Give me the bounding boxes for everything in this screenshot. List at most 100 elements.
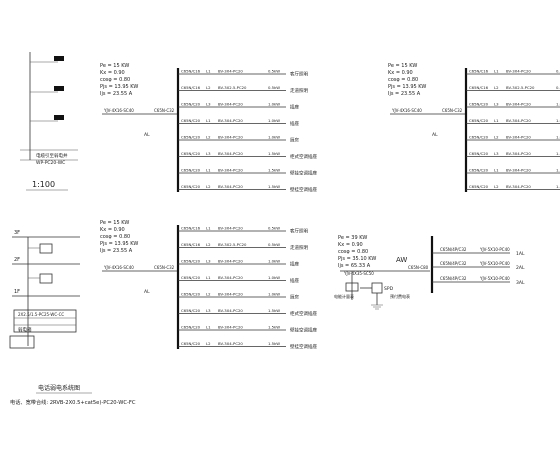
- panel-main-breaker: C65N-C32: [154, 265, 175, 270]
- branch-name: 插座: [290, 261, 299, 268]
- riser-trunk-label: 电缆引至弱电井: [36, 152, 68, 159]
- branch-phase: L1: [494, 118, 499, 123]
- spd-label: SPD: [384, 286, 394, 292]
- branch-cable: BV-3X4-PC20: [218, 308, 243, 313]
- branch-cable: BV-3X4-PC20: [506, 69, 531, 74]
- riser-box-icon: [54, 115, 64, 120]
- branch-cable: BV-3X4-PC20: [218, 135, 243, 140]
- panel-param: Ijs = 23.55 A: [100, 248, 133, 254]
- branch-phase: L2: [206, 184, 211, 189]
- branch-cable: BV-3X4-PC20: [506, 135, 531, 140]
- scale-label: 1:100: [32, 180, 55, 189]
- weak-current-riser: 3F 2F 1F 2X2.5/1.5-PC25-WC-CC 弱电箱 电话弱电系统…: [9, 230, 136, 406]
- branch-breaker: C65N/C20: [181, 292, 201, 297]
- branch-name: 走道照明: [290, 87, 308, 94]
- branch-cable: BV-3X4-PC20: [506, 151, 531, 156]
- panel-param: cosφ = 0.80: [388, 77, 418, 83]
- panel-param: Pjs = 13.95 KW: [388, 84, 426, 90]
- panel-box-label: AL: [432, 132, 438, 138]
- branch-load: 1.0kW: [268, 102, 280, 107]
- aw-panel: Pe = 39 KW Kx = 0.90 cosφ = 0.80 Pjs = 3…: [334, 235, 525, 310]
- branch-cable: BV-3X4-PC20: [218, 168, 243, 173]
- branch-breaker: C65N/C20: [181, 102, 201, 107]
- weak-box: [13, 309, 77, 333]
- branch-load: 0.5kW: [268, 85, 280, 90]
- riser-box-icon: [54, 56, 64, 61]
- branch-load: 1.5kW: [556, 151, 560, 156]
- branch-phase: L1: [494, 168, 499, 173]
- branch-breaker: C65N/C16: [181, 85, 201, 90]
- energy-meter-icon: [345, 282, 359, 292]
- branch-load: 0.5kW: [556, 69, 560, 74]
- aw-param-kx: Kx = 0.90: [338, 242, 363, 248]
- panel-param: Kx = 0.90: [100, 70, 125, 76]
- branch-breaker: C65N/C20: [181, 259, 201, 264]
- branch-breaker: C65N/C20: [469, 184, 489, 189]
- aw-branch-1-name: 1AL: [516, 251, 525, 257]
- panel-param: cosφ = 0.80: [100, 77, 130, 83]
- branch-load: 1.5kW: [268, 341, 280, 346]
- spd-box-icon: [371, 282, 383, 294]
- branch-phase: L2: [206, 85, 211, 90]
- branch-phase: L1: [206, 226, 211, 231]
- branch-load: 1.5kW: [268, 308, 280, 313]
- aw-feed: YJV-4X35-SC50: [343, 271, 374, 276]
- branch-load: 1.0kW: [268, 135, 280, 140]
- panel-param: Pjs = 13.95 KW: [100, 84, 138, 90]
- branch-phase: L3: [206, 308, 211, 313]
- floor-label-2f: 2F: [14, 257, 20, 263]
- branch-cable: BV-3X4-PC20: [506, 168, 531, 173]
- branch-phase: L2: [494, 135, 499, 140]
- branch-phase: L2: [206, 135, 211, 140]
- branch-breaker: C65N/C20: [469, 102, 489, 107]
- branch-cable: BV-3X2.5-PC20: [218, 85, 247, 90]
- branch-cable: BV-3X4-PC20: [218, 259, 243, 264]
- branch-name: 走道照明: [290, 244, 308, 251]
- aw-param-pe: Pe = 39 KW: [338, 235, 367, 241]
- branch-breaker: C65N/C20: [469, 118, 489, 123]
- branch-breaker: C65N/C16: [181, 242, 201, 247]
- distribution-frame-icon: [9, 335, 35, 349]
- panel-param: Ijs = 23.55 A: [388, 91, 421, 97]
- branch-name: 插座: [290, 120, 299, 127]
- branch-name: 厨房: [290, 294, 299, 301]
- branch-phase: L3: [206, 259, 211, 264]
- branch-breaker: C65N/C20: [181, 275, 201, 280]
- branch-breaker: C65N/C20: [181, 135, 201, 140]
- branch-name: 壁挂空调插座: [290, 343, 317, 350]
- branch-breaker: C65N/C16: [181, 226, 201, 231]
- branch-load: 0.5kW: [556, 85, 560, 90]
- branch-breaker: C65N/C20: [181, 184, 201, 189]
- cable-note: 电话、宽带合线: 2RVB-2X0.5+cat5e)-PC20-WC-FC: [10, 398, 136, 406]
- aw-branch-2-name: 2AL: [516, 265, 525, 271]
- floor-label-3f: 3F: [14, 230, 20, 236]
- branch-name: 厨房: [290, 137, 299, 144]
- branch-cable: BV-3X4-PC20: [218, 184, 243, 189]
- branch-load: 1.5kW: [268, 151, 280, 156]
- panel-main-breaker: C65N-C32: [154, 108, 175, 113]
- branch-phase: L1: [206, 69, 211, 74]
- branch-breaker: C65N/C20: [181, 325, 201, 330]
- branch-phase: L3: [494, 102, 499, 107]
- branch-load: 1.5kW: [556, 184, 560, 189]
- branch-load: 1.0kW: [556, 102, 560, 107]
- aw-param-ijs: Ijs = 65.33 A: [338, 263, 371, 269]
- branch-cable: BV-3X4-PC20: [218, 226, 243, 231]
- branch-cable: BV-3X4-PC20: [218, 118, 243, 123]
- branch-phase: L1: [494, 69, 499, 74]
- branch-load: 1.5kW: [556, 168, 560, 173]
- branch-breaker: C65N/C20: [469, 151, 489, 156]
- branch-phase: L2: [494, 85, 499, 90]
- branch-load: 1.0kW: [268, 292, 280, 297]
- panel-param: Pe = 15 KW: [100, 220, 129, 226]
- panel-param: cosφ = 0.80: [100, 234, 130, 240]
- branch-load: 1.0kW: [556, 118, 560, 123]
- branch-name: 壁挂空调插座: [290, 186, 317, 193]
- aw-branch-1-breaker: C65N/4P/C32: [440, 247, 467, 252]
- panel-box-label: AL: [144, 289, 150, 295]
- meter-note: 预付费电表: [390, 293, 410, 299]
- outlet-box-icon: [39, 243, 53, 254]
